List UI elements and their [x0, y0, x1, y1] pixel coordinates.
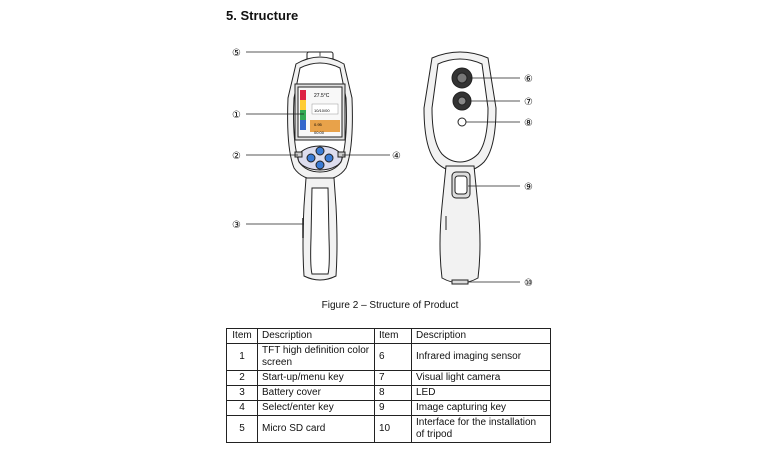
screen-temp: 27.5°C: [314, 93, 330, 99]
header-item-1: Item: [226, 328, 258, 344]
screen-line2: 10/10/00: [314, 108, 330, 113]
cell-description: Micro SD card: [257, 415, 375, 443]
table-row: 1 TFT high definition color screen 6 Inf…: [226, 343, 551, 371]
callout-9: ⑨: [524, 182, 533, 193]
header-description-2: Description: [411, 328, 551, 344]
cell-description: Interface for the installation of tripod: [411, 415, 551, 443]
cell-description: Infrared imaging sensor: [411, 343, 551, 371]
structure-table: Item Description Item Description 1 TFT …: [226, 328, 551, 443]
screen-line3: 0.95: [314, 122, 323, 127]
cell-item: 4: [226, 400, 258, 416]
cell-description: TFT high definition color screen: [257, 343, 375, 371]
figure-caption: Figure 2 – Structure of Product: [321, 300, 459, 311]
cell-description: LED: [411, 385, 551, 401]
section-heading: 5. Structure: [226, 8, 299, 23]
table-row: 2 Start-up/menu key 7 Visual light camer…: [226, 370, 551, 386]
cell-item: 3: [226, 385, 258, 401]
cell-description: Visual light camera: [411, 370, 551, 386]
device-front-view: [287, 51, 353, 281]
product-structure-figure: ⑤ ① ② ③ ④ ⑥ ⑦ ⑧ ⑨ ⑩ 27.5°C 10/10/00 0.95…: [232, 48, 533, 289]
cell-item: 9: [374, 400, 412, 416]
cell-item: 1: [226, 343, 258, 371]
callout-8: ⑧: [524, 118, 533, 129]
callout-5: ⑤: [232, 48, 241, 59]
callout-10: ⑩: [524, 278, 533, 289]
header-description-1: Description: [257, 328, 375, 344]
cell-item: 2: [226, 370, 258, 386]
table-row: 4 Select/enter key 9 Image capturing key: [226, 400, 551, 416]
callout-6: ⑥: [524, 74, 533, 85]
callout-4: ④: [392, 151, 401, 162]
callout-1: ①: [232, 110, 241, 121]
cell-item: 8: [374, 385, 412, 401]
cell-description: Start-up/menu key: [257, 370, 375, 386]
cell-item: 5: [226, 415, 258, 443]
header-item-2: Item: [374, 328, 412, 344]
cell-description: Image capturing key: [411, 400, 551, 416]
cell-item: 6: [374, 343, 412, 371]
cell-item: 10: [374, 415, 412, 443]
cell-description: Battery cover: [257, 385, 375, 401]
screen-line4: 00:00: [314, 130, 325, 135]
cell-item: 7: [374, 370, 412, 386]
table-header-row: Item Description Item Description: [226, 328, 551, 344]
table-row: 5 Micro SD card 10 Interface for the ins…: [226, 415, 551, 443]
callout-3: ③: [232, 220, 241, 231]
table-row: 3 Battery cover 8 LED: [226, 385, 551, 401]
cell-description: Select/enter key: [257, 400, 375, 416]
device-back-view: [423, 51, 497, 285]
callout-2: ②: [232, 151, 241, 162]
callout-7: ⑦: [524, 97, 533, 108]
